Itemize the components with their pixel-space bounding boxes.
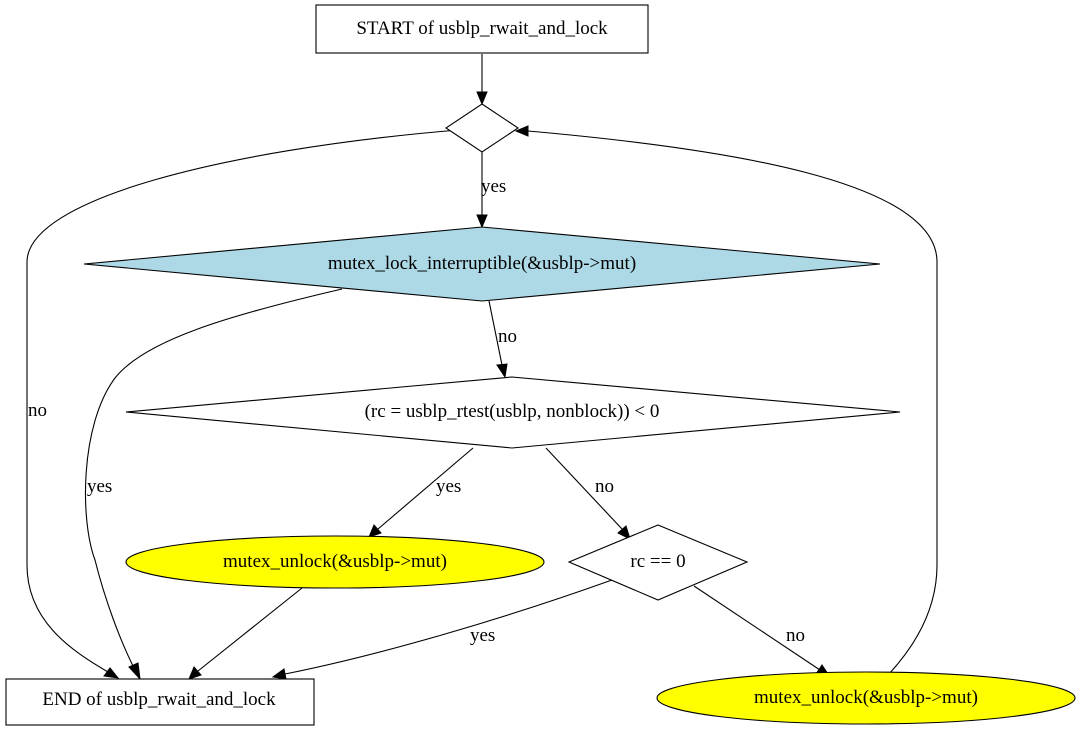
rc-zero-node <box>567 524 749 601</box>
edge-rc-no <box>693 585 821 671</box>
unlock-right-node <box>656 671 1076 725</box>
loop-decision-node <box>445 103 519 153</box>
end-node <box>5 678 315 726</box>
arrowhead-lock-yes <box>128 662 141 681</box>
rtest-check-node <box>125 376 901 449</box>
unlock-left-node <box>125 535 545 589</box>
arrowhead-unlock-left-to-end <box>188 666 202 680</box>
edge-rtest-no <box>545 447 623 530</box>
edge-lock-yes <box>84 288 343 669</box>
edge-lock-no <box>488 300 503 366</box>
unlock-right-label: mutex_unlock(&usblp->mut) <box>754 687 978 708</box>
label-rc-no: no <box>786 625 805 646</box>
edge-rc-yes <box>284 579 613 675</box>
mutex-lock-label: mutex_lock_interruptible(&usblp->mut) <box>328 253 636 274</box>
label-rc-yes: yes <box>470 625 495 646</box>
arrowhead-rtest-yes <box>368 524 382 538</box>
label-rtest-yes: yes <box>436 476 461 497</box>
edge-back-to-loop <box>527 130 938 676</box>
arrowhead-rtest-no <box>617 525 631 540</box>
rtest-check-label: (rc = usblp_rtest(usblp, nonblock)) < 0 <box>365 401 660 422</box>
arrowhead-loop-yes <box>476 214 488 229</box>
arrowhead-loop-no <box>103 667 120 679</box>
arrowhead-lock-no <box>496 363 508 379</box>
start-node <box>315 4 649 54</box>
edge-loop-no <box>26 129 459 673</box>
label-rtest-no: no <box>595 476 614 497</box>
arrowhead-start-to-loop <box>476 91 488 106</box>
label-loop-no: no <box>28 400 47 421</box>
end-node-label: END of usblp_rwait_and_lock <box>42 689 276 710</box>
label-lock-yes: yes <box>87 476 112 497</box>
start-node-label: START of usblp_rwait_and_lock <box>356 18 608 39</box>
arrowhead-back-to-loop <box>514 125 529 137</box>
label-loop-yes: yes <box>481 176 506 197</box>
edge-rtest-yes <box>377 447 474 530</box>
mutex-lock-node <box>83 226 881 302</box>
unlock-left-label: mutex_unlock(&usblp->mut) <box>223 551 447 572</box>
arrowhead-rc-yes <box>271 668 287 680</box>
edge-unlock-left-to-end <box>197 587 303 672</box>
label-lock-no: no <box>498 326 517 347</box>
rc-zero-label: rc == 0 <box>630 551 685 572</box>
